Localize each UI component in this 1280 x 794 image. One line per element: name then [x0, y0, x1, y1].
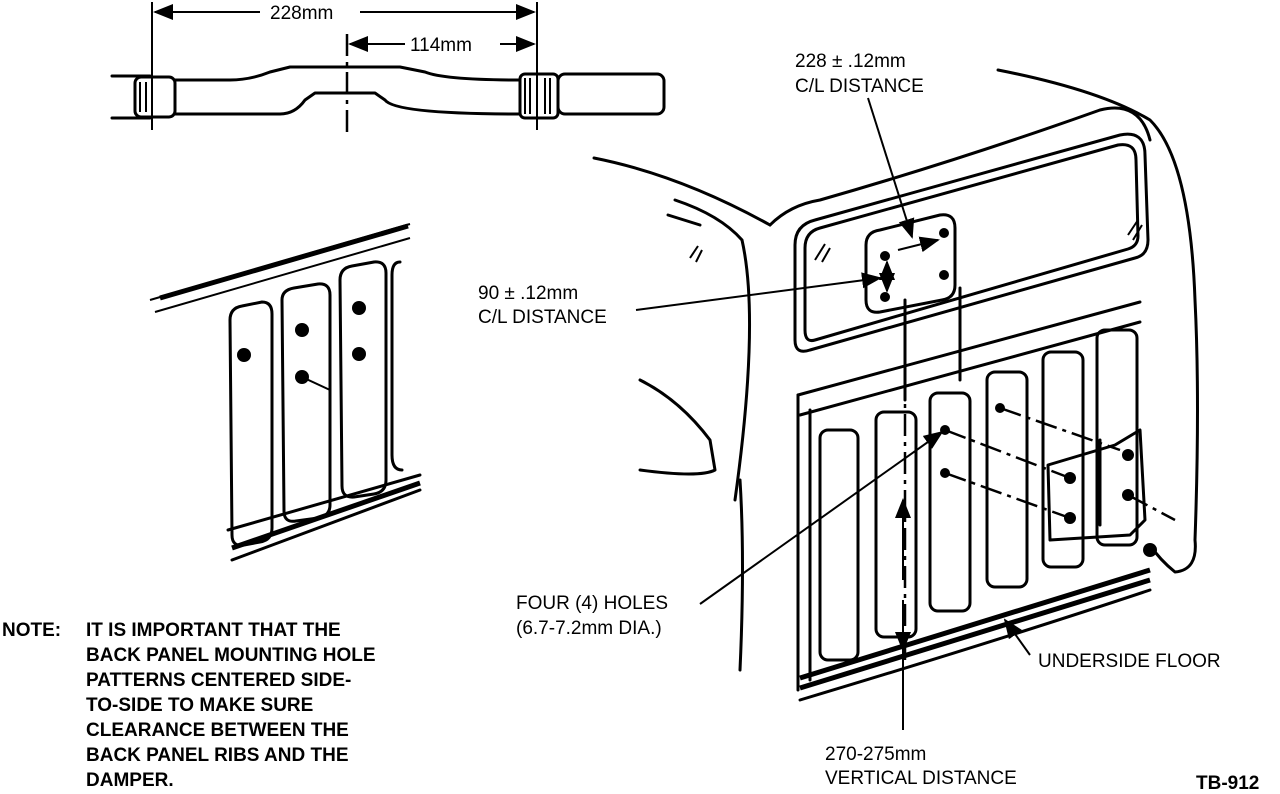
- hole-marker: [352, 347, 366, 361]
- note-line: DAMPER.: [86, 770, 174, 791]
- note-prefix: NOTE:: [2, 620, 61, 641]
- hole-marker: [295, 323, 309, 337]
- note-line: BACK PANEL RIBS AND THE: [86, 745, 349, 766]
- leader-90: [635, 272, 882, 311]
- hole-marker: [352, 301, 366, 315]
- dim-228mm: 228mm: [270, 3, 333, 24]
- cl-228-value: 228 ± .12mm: [795, 51, 906, 72]
- vertical-label: VERTICAL DISTANCE: [825, 768, 1017, 789]
- cl-228-label: C/L DISTANCE: [795, 76, 924, 97]
- vertical-value: 270-275mm: [825, 744, 926, 765]
- cl-90-value: 90 ± .12mm: [478, 283, 578, 304]
- cab-rear-view: [592, 68, 1199, 730]
- leader-holes: [699, 430, 944, 605]
- leader-228: [867, 97, 915, 239]
- note-line: TO-SIDE TO MAKE SURE: [86, 695, 313, 716]
- underside-floor-label: UNDERSIDE FLOOR: [1038, 651, 1221, 672]
- dim-114mm: 114mm: [410, 35, 472, 56]
- cl-90-label: C/L DISTANCE: [478, 307, 607, 328]
- note-block: NOTE: IT IS IMPORTANT THAT THE BACK PANE…: [2, 620, 376, 791]
- figure-id: TB-912: [1196, 773, 1259, 794]
- holes-diameter: (6.7-7.2mm DIA.): [516, 618, 662, 639]
- note-line: BACK PANEL MOUNTING HOLE: [86, 645, 376, 666]
- hole-marker: [237, 348, 251, 362]
- leader-underside: [1003, 618, 1031, 656]
- note-line: PATTERNS CENTERED SIDE-: [86, 670, 351, 691]
- note-line: IT IS IMPORTANT THAT THE: [86, 620, 341, 641]
- holes-label: FOUR (4) HOLES: [516, 593, 668, 614]
- bracket-top-view: 228mm 114mm: [110, 2, 666, 132]
- note-line: CLEARANCE BETWEEN THE: [86, 720, 349, 741]
- back-panel-detail: [149, 223, 422, 562]
